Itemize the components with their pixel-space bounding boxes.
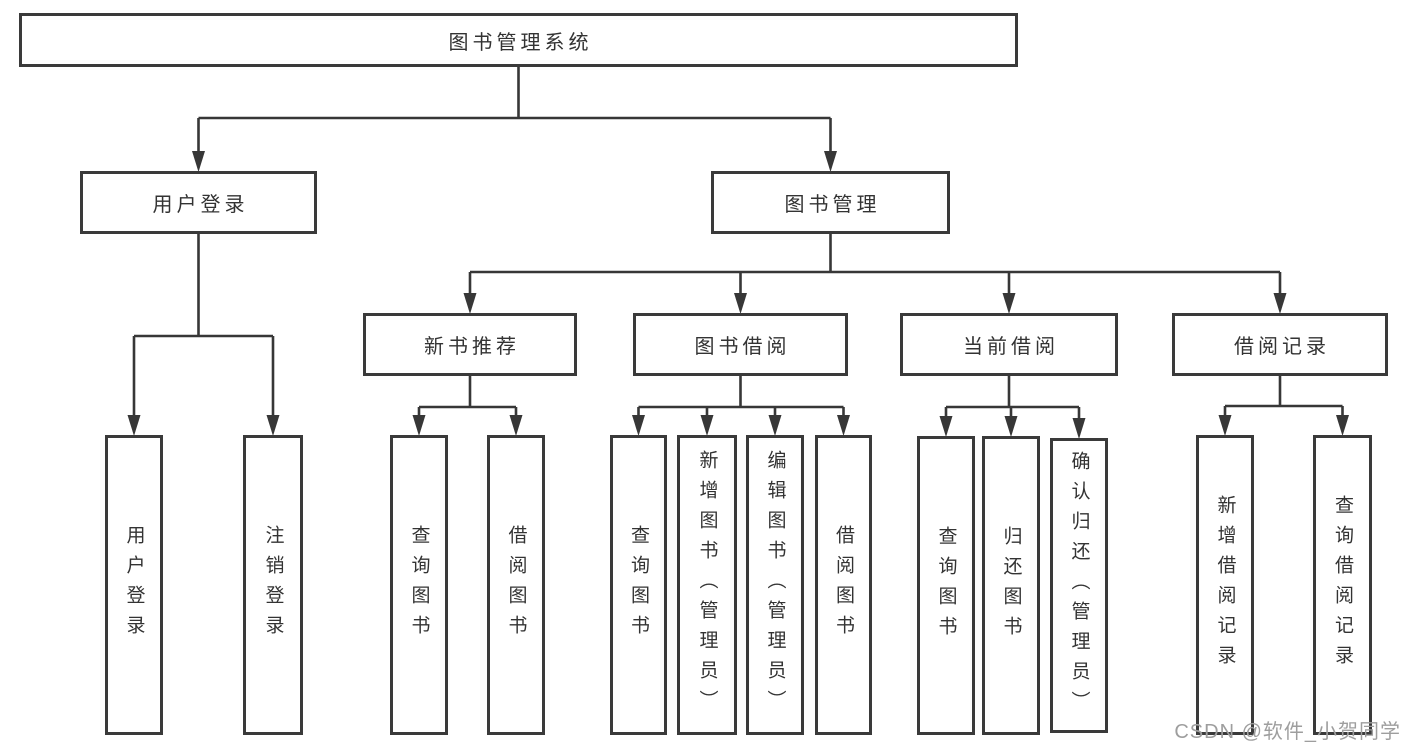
- edge-user-login: [132, 234, 275, 418]
- edge-current-borrow: [944, 376, 1081, 421]
- node-label: 图书管理: [784, 194, 881, 216]
- arrowhead-icon: [1336, 415, 1349, 436]
- node-label: 新增图书（管理员）: [696, 450, 718, 720]
- node-label: 用户登录: [152, 194, 249, 216]
- arrowhead-icon: [700, 415, 714, 436]
- arrowhead-icon: [509, 415, 523, 436]
- node-label: 查询借阅记录: [1332, 495, 1353, 675]
- node-label: 注销登录: [262, 525, 284, 645]
- node-label: 当前借阅: [963, 336, 1059, 358]
- node-user-login: 用户登录: [80, 171, 317, 234]
- arrowhead-icon: [939, 416, 953, 437]
- node-v-query-borrow-record: 查询借阅记录: [1313, 435, 1372, 735]
- arrowhead-icon: [632, 415, 645, 436]
- arrowhead-icon: [734, 293, 747, 314]
- watermark-text: CSDN @软件_小贺同学: [1174, 721, 1401, 743]
- arrowhead-icon: [837, 415, 850, 436]
- node-v-query-book-3: 查询图书: [917, 436, 975, 735]
- node-label: 查询图书: [628, 525, 649, 645]
- node-label: 查询图书: [408, 525, 430, 645]
- node-label: 图书管理系统: [448, 31, 593, 54]
- arrowhead-icon: [266, 415, 280, 436]
- node-book-mgmt: 图书管理: [711, 171, 950, 234]
- node-label: 借阅图书: [833, 525, 854, 645]
- node-v-edit-book: 编辑图书（管理员）: [746, 435, 804, 735]
- node-label: 新增借阅记录: [1214, 495, 1236, 675]
- node-v-add-borrow-record: 新增借阅记录: [1196, 435, 1254, 735]
- node-v-confirm-return: 确认归还（管理员）: [1050, 438, 1108, 733]
- arrowhead-icon: [127, 415, 141, 436]
- edge-root: [197, 67, 832, 154]
- edge-borrow-record: [1223, 376, 1344, 418]
- arrowhead-icon: [1273, 293, 1287, 314]
- node-root: 图书管理系统: [19, 13, 1018, 67]
- node-label: 编辑图书（管理员）: [764, 450, 786, 720]
- node-v-add-book: 新增图书（管理员）: [677, 435, 737, 735]
- node-label: 新书推荐: [424, 336, 520, 358]
- arrowhead-icon: [1002, 293, 1016, 314]
- node-label: 借阅图书: [505, 525, 527, 645]
- node-v-query-book-1: 查询图书: [390, 435, 448, 735]
- arrowhead-icon: [768, 415, 782, 436]
- arrowhead-icon: [1072, 418, 1086, 439]
- arrowhead-icon: [1004, 416, 1018, 437]
- edge-book-borrow: [637, 376, 845, 418]
- node-v-query-book-2: 查询图书: [610, 435, 667, 735]
- node-current-borrow: 当前借阅: [900, 313, 1118, 376]
- node-label: 图书借阅: [694, 336, 791, 358]
- node-v-return-book: 归还图书: [982, 436, 1040, 735]
- node-new-book-recommend: 新书推荐: [363, 313, 577, 376]
- edge-new-book-recommend: [417, 376, 518, 418]
- node-label: 借阅记录: [1234, 336, 1330, 358]
- node-label: 查询图书: [935, 525, 957, 646]
- arrowhead-icon: [824, 151, 837, 172]
- node-label: 确认归还（管理员）: [1068, 450, 1090, 721]
- node-v-user-login: 用户登录: [105, 435, 163, 735]
- edge-book-mgmt: [468, 234, 1282, 296]
- node-v-logout: 注销登录: [243, 435, 303, 735]
- node-book-borrow: 图书借阅: [633, 313, 848, 376]
- node-label: 用户登录: [123, 525, 145, 645]
- node-label: 归还图书: [1000, 525, 1022, 646]
- node-borrow-record: 借阅记录: [1172, 313, 1388, 376]
- arrowhead-icon: [412, 415, 426, 436]
- arrowhead-icon: [463, 293, 477, 314]
- node-v-borrow-book-2: 借阅图书: [815, 435, 872, 735]
- node-v-borrow-book-1: 借阅图书: [487, 435, 545, 735]
- arrowhead-icon: [192, 151, 205, 172]
- arrowhead-icon: [1218, 415, 1232, 436]
